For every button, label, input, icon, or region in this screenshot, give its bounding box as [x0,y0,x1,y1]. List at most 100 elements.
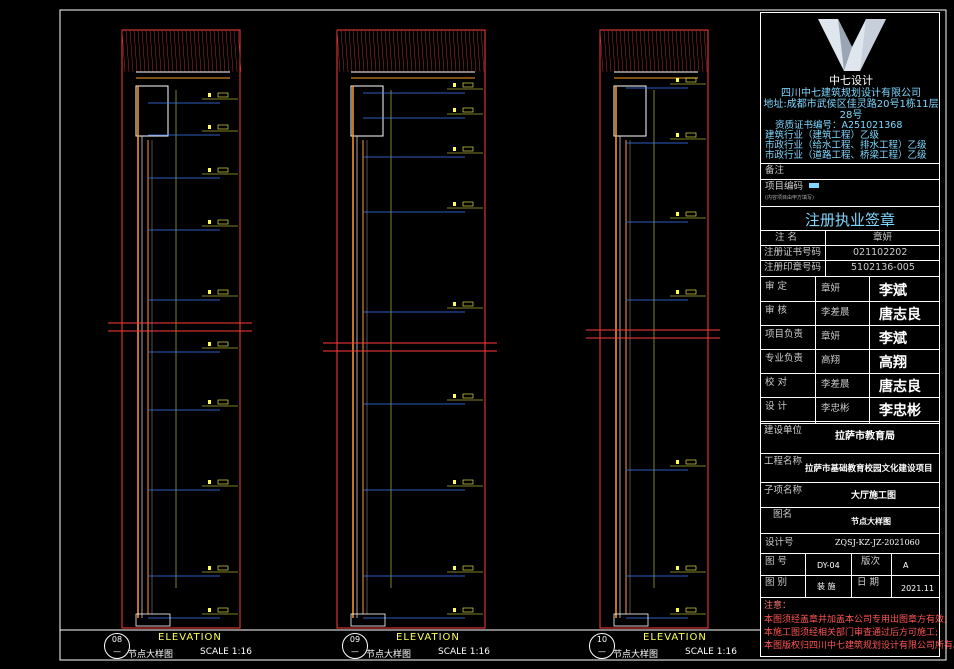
ceiling-hatch [416,29,421,73]
material-tag [685,607,697,613]
signature: 唐志良 [879,379,921,395]
ceiling-hatch [368,29,373,73]
project-label: 工程名称 [764,456,803,467]
note-line-1: 本图须经盖章并加盖本公司专用出图章方有效; [764,615,948,625]
material-tag [676,133,679,137]
ceiling-hatch [432,29,437,73]
ceiling-hatch [360,29,365,73]
category-value: 装 施 [817,582,836,591]
ceiling-hatch [185,29,190,73]
material-tag [217,607,229,613]
material-tag [453,108,456,112]
ceiling-hatch [145,29,150,73]
material-tag [453,480,456,484]
ceiling-hatch [364,29,369,73]
cert-number: 资质证书编号：A251021368 [775,120,903,131]
ceiling-hatch [627,29,632,73]
ceiling-hatch [344,29,349,73]
material-tag [217,341,229,347]
ceiling-hatch [695,29,700,73]
signer-role: 专业负责 [765,353,804,364]
ceiling-hatch [408,29,413,73]
no-value: DY-04 [817,561,840,570]
ceiling-hatch [237,29,242,73]
ceiling-hatch [635,29,640,73]
ceiling-hatch [619,29,624,73]
material-tag [217,479,229,485]
ceiling-hatch [356,29,361,73]
ceiling-hatch [675,29,680,73]
wall-outline [121,29,241,629]
material-tag [676,566,679,570]
material-tag [685,289,697,295]
client-value: 拉萨市教育局 [835,431,895,442]
ceiling-hatch [456,29,461,73]
material-tag [208,220,211,224]
signature: 李斌 [879,331,907,347]
ceiling-hatch [181,29,186,73]
ceiling-hatch [400,29,405,73]
base-section [613,613,649,627]
seal-no-value: 5102136-005 [851,262,915,273]
ceiling-hatch [165,29,170,73]
ceiling-hatch [193,29,198,73]
ceiling-hatch [137,29,142,73]
ceiling-hatch [129,29,134,73]
signer-name: 李差晨 [821,307,850,318]
ceiling-hatch [153,29,158,73]
material-tag [453,394,456,398]
name-value: 章妍 [873,232,893,243]
view-number-circle: 09— [342,633,368,659]
ceiling-hatch [639,29,644,73]
ceiling-hatch [420,29,425,73]
drawing-label: 图名 [773,509,793,520]
ceiling-hatch [396,29,401,73]
signature: 李忠彬 [879,403,921,419]
ceiling-hatch [631,29,636,73]
cert-value: 021102202 [853,247,908,258]
ceiling-hatch [336,29,341,73]
ceiling-hatch [679,29,684,73]
signer-role: 审 核 [765,305,788,316]
ceiling-hatch [667,29,672,73]
company-name: 四川中七建筑规划设计有限公司 [781,88,921,99]
ceiling-hatch [444,29,449,73]
signer-name: 章妍 [821,283,841,294]
material-tag [208,290,211,294]
qualification-2: 市政行业（给水工程、排水工程）乙级 [765,140,927,151]
material-tag [462,393,474,399]
ceiling-hatch [615,29,620,73]
ceiling-hatch [452,29,457,73]
wall-outline [336,29,486,629]
note-line-3: 本图版权归四川中七建筑规划设计有限公司所有。 [764,641,954,651]
ceiling-hatch [388,29,393,73]
material-tag [208,608,211,612]
ceiling-hatch [157,29,162,73]
view-scale: SCALE 1:16 [438,647,490,657]
ceiling-hatch [161,29,166,73]
signer-name: 李差晨 [821,379,850,390]
ceiling-hatch [603,29,608,73]
sub-value: 大厅施工图 [851,491,897,501]
ceiling-hatch [699,29,704,73]
material-tag [462,565,474,571]
material-tag [676,290,679,294]
box-section [613,85,647,137]
drawing-value: 节点大样图 [851,517,891,526]
view-subtitle: 节点大样图 [128,650,174,660]
ceiling-hatch [623,29,628,73]
ceiling-hatch [384,29,389,73]
ceiling-hatch [599,29,604,73]
material-tag [462,146,474,152]
ceiling-hatch [169,29,174,73]
ceiling-hatch [663,29,668,73]
ceiling-hatch [141,29,146,73]
material-tag [453,147,456,151]
logo-text: 中七设计 [829,74,873,87]
ceiling-hatch [611,29,616,73]
ceiling-hatch [229,29,234,73]
seal-title: 注册执业签章 [804,211,895,229]
view-title: ELEVATION [158,632,222,643]
material-tag [453,608,456,612]
